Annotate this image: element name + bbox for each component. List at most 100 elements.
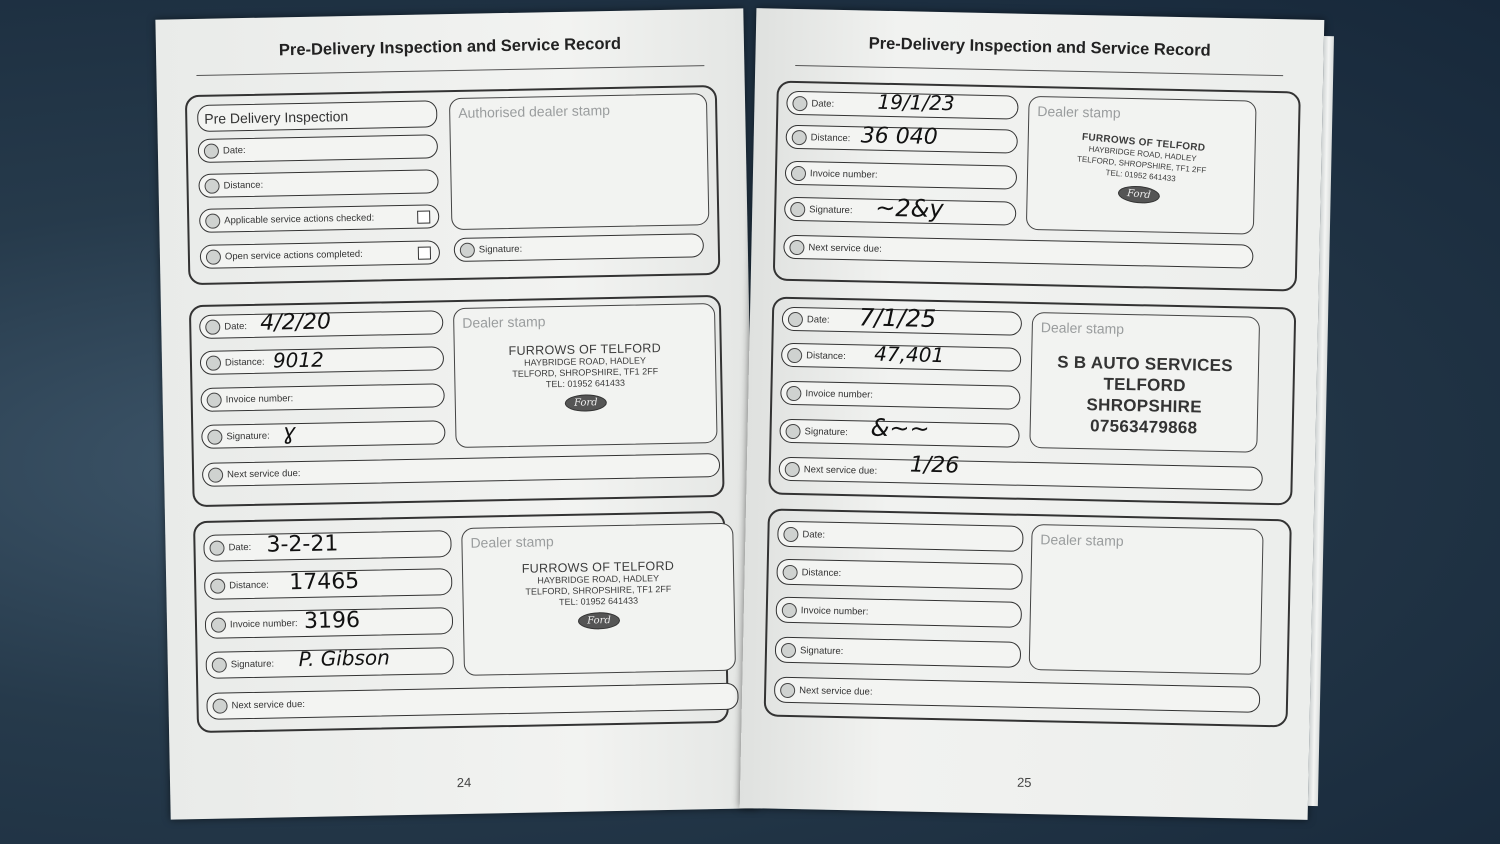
field-label: Distance:: [223, 179, 264, 191]
checkbox[interactable]: [417, 210, 431, 224]
field-label: Signature:: [478, 243, 523, 256]
page-number: 25: [1016, 774, 1032, 791]
right-page: Pre-Delivery Inspection and Service Reco…: [739, 8, 1325, 820]
service-record-5: Date: Distance: Invoice number: Signatur…: [763, 508, 1292, 728]
signature-field[interactable]: Signature: ɣ: [201, 420, 446, 449]
invoice-field[interactable]: Invoice number:: [784, 160, 1018, 190]
next-service-field[interactable]: Next service due:: [206, 682, 739, 720]
field-label: Distance:: [806, 349, 846, 362]
checkbox[interactable]: [417, 246, 432, 260]
circle-icon: [206, 392, 222, 408]
field-label: Distance:: [224, 356, 265, 368]
field-label: Next service due:: [808, 241, 882, 255]
pdi-signature-field[interactable]: Signature:: [453, 233, 705, 263]
signature-field[interactable]: Signature:: [774, 636, 1022, 668]
next-service-field[interactable]: Next service due:: [201, 452, 721, 487]
field-label: Signature:: [804, 425, 849, 438]
invoice-field[interactable]: Invoice number:: [775, 596, 1023, 628]
dealer-stamp-box: Dealer stamp FURROWS OF TELFORD HAYBRIDG…: [452, 303, 718, 449]
sb-auto-stamp: S B AUTO SERVICES TELFORD SHROPSHIRE 075…: [1031, 351, 1259, 440]
circle-icon: [784, 461, 800, 477]
field-label: Signature:: [809, 203, 853, 216]
circle-icon: [787, 311, 804, 327]
circle-icon: [780, 642, 797, 658]
service-record-1: Date: 4/2/20 Distance: 9012 Invoice numb…: [188, 294, 725, 508]
circle-icon: [785, 423, 801, 439]
next-service-field[interactable]: Next service due: 1/26: [778, 452, 1263, 491]
ford-logo-icon: Ford: [1117, 184, 1161, 205]
circle-icon: [205, 213, 221, 229]
circle-icon: [211, 657, 227, 673]
circle-icon: [786, 385, 802, 401]
field-label: Invoice number:: [225, 392, 294, 405]
handwritten-date: 3-2-21: [266, 531, 339, 558]
date-field[interactable]: Date: 4/2/20: [199, 309, 444, 339]
field-label: Date:: [224, 320, 248, 332]
field-label: Distance:: [801, 566, 842, 579]
field-label: Distance:: [810, 131, 851, 144]
dealer-stamp-box: Dealer stamp: [1028, 524, 1264, 675]
circle-icon: [205, 355, 222, 371]
field-label: Invoice number:: [229, 618, 298, 631]
circle-icon: [780, 682, 796, 698]
field-label: Signature:: [230, 658, 275, 671]
pdi-date-field[interactable]: Date:: [197, 134, 439, 163]
invoice-field[interactable]: Invoice number:: [780, 380, 1021, 410]
field-label: Signature:: [799, 644, 844, 657]
divider: [795, 64, 1284, 77]
circle-icon: [782, 564, 798, 580]
field-label: Date:: [806, 313, 830, 326]
date-field[interactable]: Date:: [777, 520, 1024, 552]
handwritten-invoice: 3196: [303, 607, 361, 634]
pdi-service-actions-field[interactable]: Applicable service actions checked:: [199, 204, 440, 233]
field-label: Next service due:: [803, 463, 878, 477]
distance-field[interactable]: Distance: 17465: [204, 568, 453, 600]
date-field[interactable]: Date: 7/1/25: [781, 303, 1023, 336]
signature-field[interactable]: Signature: ~2&y: [783, 194, 1017, 226]
circle-icon: [205, 249, 222, 265]
circle-icon: [210, 617, 227, 633]
field-label: Next service due:: [227, 467, 301, 480]
handwritten-signature: &~~: [870, 413, 930, 443]
stamp-label: Dealer stamp: [1040, 319, 1125, 337]
circle-icon: [212, 698, 228, 714]
pdi-open-actions-field[interactable]: Open service actions completed:: [199, 240, 441, 269]
field-label: Open service actions completed:: [224, 248, 363, 262]
circle-icon: [783, 526, 799, 542]
distance-field[interactable]: Distance: 36 040: [785, 123, 1018, 154]
page-number: 24: [456, 774, 472, 791]
invoice-field[interactable]: Invoice number:: [200, 383, 445, 412]
signature-field[interactable]: Signature: P. Gibson: [205, 645, 454, 679]
next-service-field[interactable]: Next service due:: [783, 234, 1254, 269]
next-service-field[interactable]: Next service due:: [773, 676, 1261, 713]
pdi-heading-text: Pre Delivery Inspection: [204, 107, 349, 127]
distance-field[interactable]: Distance: 47,401: [780, 342, 1022, 372]
invoice-field[interactable]: Invoice number: 3196: [204, 607, 454, 639]
ford-logo-icon: Ford: [578, 611, 620, 630]
date-field[interactable]: Date: 19/1/23: [786, 90, 1019, 120]
circle-icon: [789, 239, 805, 255]
page-title: Pre-Delivery Inspection and Service Reco…: [278, 34, 622, 60]
stamp-label: Dealer stamp: [1040, 531, 1124, 549]
stamp-label: Authorised dealer stamp: [458, 102, 611, 121]
distance-field[interactable]: Distance: 9012: [199, 346, 445, 375]
field-label: Distance:: [229, 579, 269, 592]
circle-icon: [792, 95, 808, 111]
field-label: Date:: [811, 97, 835, 110]
field-label: Next service due:: [799, 684, 873, 698]
stamp-label: Dealer stamp: [462, 313, 546, 331]
circle-icon: [205, 319, 221, 335]
pdi-distance-field[interactable]: Distance:: [198, 169, 439, 198]
dealer-stamp-box: Dealer stamp FURROWS OF TELFORD HAYBRIDG…: [1025, 95, 1257, 235]
circle-icon: [790, 201, 806, 217]
circle-icon: [203, 143, 220, 159]
distance-field[interactable]: Distance:: [776, 558, 1023, 590]
dealer-stamp: FURROWS OF TELFORD HAYBRIDGE ROAD, HADLE…: [463, 558, 734, 632]
field-label: Signature:: [226, 430, 270, 442]
circle-icon: [207, 429, 223, 445]
signature-field[interactable]: Signature: &~~: [779, 414, 1020, 448]
pdi-block: Pre Delivery Inspection Date: Distance: …: [184, 84, 721, 286]
dealer-stamp-box: Dealer stamp FURROWS OF TELFORD HAYBRIDG…: [461, 522, 736, 676]
dealer-stamp: FURROWS OF TELFORD HAYBRIDGE ROAD, HADLE…: [455, 340, 716, 414]
date-field[interactable]: Date: 3-2-21: [203, 530, 452, 562]
